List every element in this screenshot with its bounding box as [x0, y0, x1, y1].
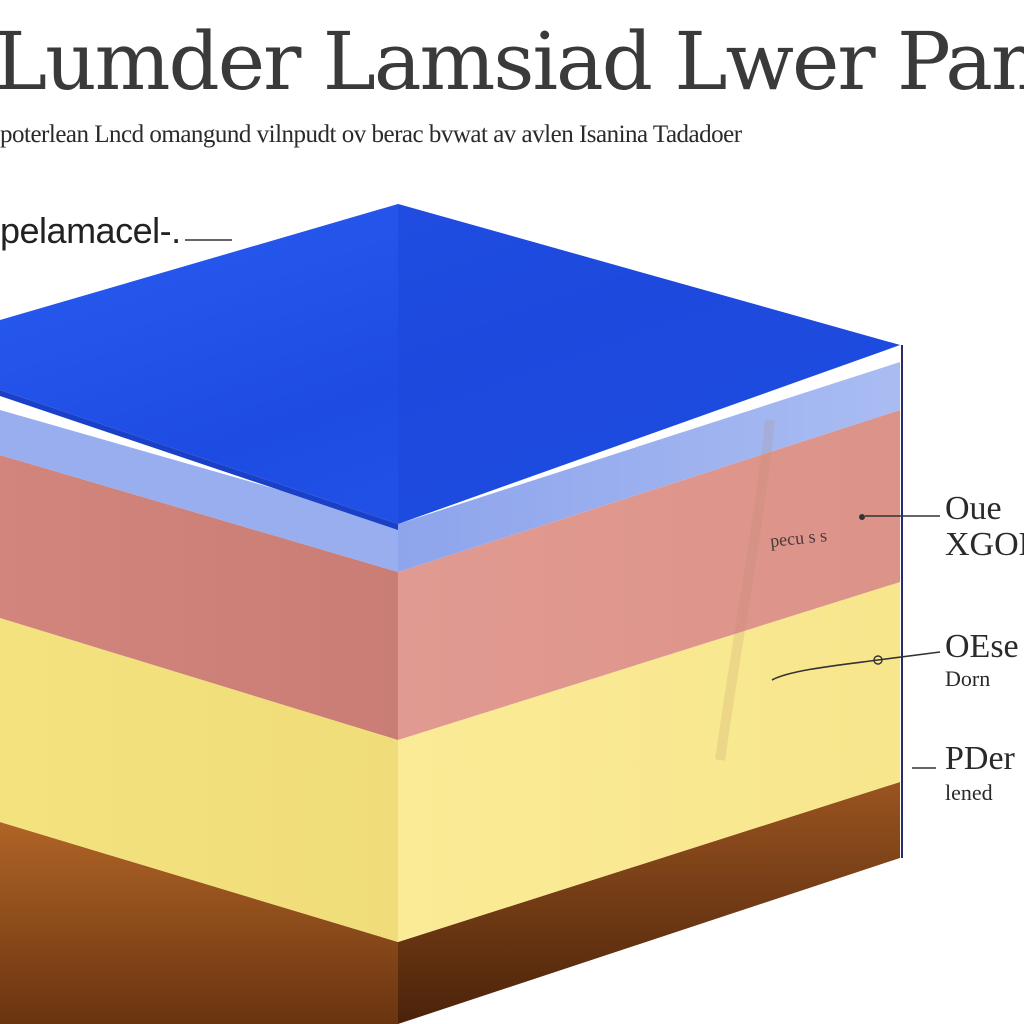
- leader-dot-1: [859, 514, 865, 520]
- callout-2-subtitle: Dorn: [945, 666, 991, 691]
- layer-pink-left: [0, 455, 398, 740]
- top-layer-label: pelamacel-.: [0, 210, 181, 251]
- layer-brown-left: [0, 822, 398, 1024]
- layer-pink-right: [398, 410, 900, 740]
- callout-3-title: PDer: [945, 740, 1015, 777]
- layer-lightblue-right: [398, 362, 900, 572]
- callout-1-title: Oue: [945, 490, 1002, 527]
- layer-top-blue-shade: [398, 204, 900, 524]
- layer-yellow-right: [398, 582, 900, 942]
- leader-dot-2: [873, 655, 883, 665]
- callout-3-subtitle: lened: [945, 780, 993, 805]
- layer-top-edge: [0, 390, 398, 530]
- callout-2-title: OEse: [945, 628, 1019, 665]
- layer-lightblue-left: [0, 410, 398, 572]
- layer-yellow-left: [0, 618, 398, 942]
- shadow-streak: [715, 419, 775, 761]
- diagram-title: Lumder Lamsiad Lwer Pamry: [0, 15, 1024, 108]
- diagram-subtitle: poterlean Lncd omangund vilnpudt ov bera…: [0, 121, 742, 148]
- layer-brown-right: [398, 782, 900, 1024]
- callout-1-subtitle: XGOB: [945, 526, 1024, 563]
